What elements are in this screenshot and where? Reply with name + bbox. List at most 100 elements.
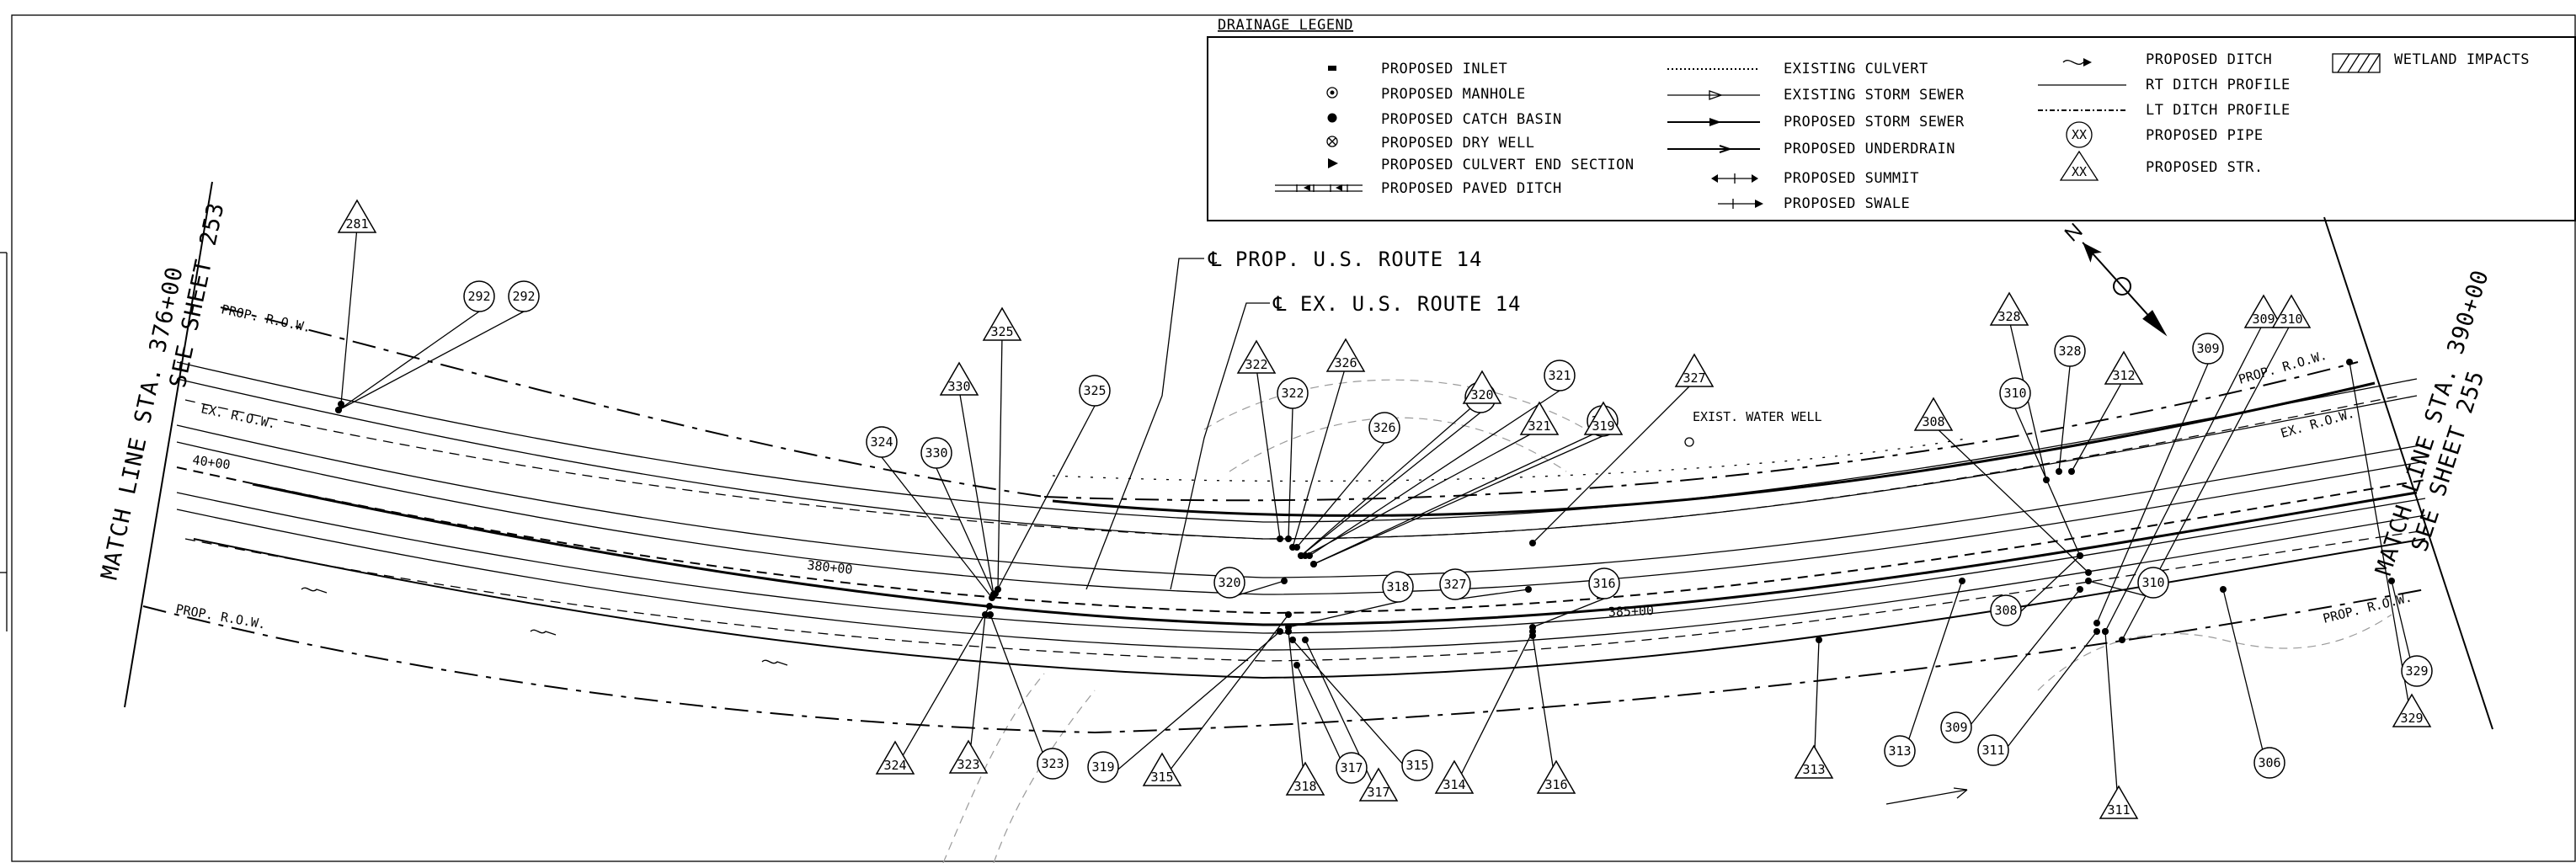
callout-leader xyxy=(340,226,358,405)
structure-node xyxy=(1302,552,1309,559)
callout-leader xyxy=(1453,631,1533,789)
callout-leader xyxy=(1955,589,2081,743)
pipe-callout-label: 324 xyxy=(870,434,893,450)
structure-callout-label: 312 xyxy=(2112,368,2135,383)
pipe-callout-circle xyxy=(1990,594,2022,626)
structure-node xyxy=(2077,552,2083,559)
pipe-callout-circle xyxy=(508,280,540,312)
dry-well-symbol xyxy=(1326,136,1338,147)
pipe-callout-circle xyxy=(920,437,952,469)
pipe-callout: 327 xyxy=(1439,568,1471,600)
prop-row-south xyxy=(142,589,2426,734)
pipe-callout: 315 xyxy=(1401,749,1433,781)
structure-node xyxy=(2093,628,2100,635)
structure-callout: 324 xyxy=(875,740,915,775)
structure-callout-label: 327 xyxy=(1683,370,1705,386)
structure-callout-triangle xyxy=(982,306,1022,341)
existing-drive xyxy=(1203,379,1601,439)
proposed-str-symbol: XX xyxy=(2059,150,2099,181)
existing-edge xyxy=(942,673,1045,863)
legend-col3-item: RT DITCH PROFILE xyxy=(2146,77,2291,93)
structure-node xyxy=(1525,586,1532,593)
pipe-callout: 310 xyxy=(2137,567,2169,599)
structure-node xyxy=(1310,561,1317,567)
callout-leader xyxy=(2071,378,2125,472)
callout-leader xyxy=(968,614,986,769)
structure-node xyxy=(1529,540,1536,546)
pipe-callout: 317 xyxy=(1336,752,1368,784)
pipe-callout-label: 321 xyxy=(1548,368,1571,383)
callout-leader xyxy=(1454,589,1529,600)
structure-callout-label: 328 xyxy=(1997,309,2020,324)
callout-leader xyxy=(995,405,1096,594)
structure-callout: 323 xyxy=(948,739,989,774)
legend-col2-item: EXISTING CULVERT xyxy=(1784,61,1928,77)
structure-callout-label: 309 xyxy=(2252,312,2275,327)
structure-callout-label: 318 xyxy=(1293,779,1316,794)
pipe-callout-label: 327 xyxy=(1443,577,1466,592)
callout-leader xyxy=(1256,367,1281,540)
road-edge xyxy=(176,441,2426,595)
pipe-callout-label: 292 xyxy=(467,289,490,304)
pipe-callout-circle xyxy=(1382,571,1414,603)
structure-callout-label: 326 xyxy=(1334,355,1357,370)
callout-leader xyxy=(1309,390,1560,557)
prop-row-north xyxy=(220,306,1045,498)
legend-col3-item: PROPOSED PIPE xyxy=(2146,127,2264,144)
structure-callout-label: 313 xyxy=(1802,762,1825,777)
structure-callout: 325 xyxy=(982,306,1022,341)
callout-leader xyxy=(2104,322,2264,632)
structure-node xyxy=(1289,637,1296,643)
pipe-callout: 313 xyxy=(1884,735,1916,767)
row-label: EX. R.O.W. xyxy=(200,401,277,431)
structure-callout-label: 317 xyxy=(1367,785,1389,800)
structure-node xyxy=(335,407,342,413)
structure-callout-label: 316 xyxy=(1544,777,1567,792)
structure-callout-triangle xyxy=(1325,338,1366,372)
proposed-ditch-symbol xyxy=(2062,58,2092,67)
pipe-callout-label: 328 xyxy=(2058,344,2081,359)
structure-callout: 312 xyxy=(2104,350,2144,385)
pipe-callout-circle xyxy=(1884,735,1916,767)
callout-leader xyxy=(1300,397,1483,557)
callout-leader xyxy=(1300,412,1481,557)
callout-leader xyxy=(958,389,995,595)
underdrain-line xyxy=(193,538,2426,679)
structure-node xyxy=(2068,468,2075,475)
structure-callout: 320 xyxy=(1462,370,1502,404)
structure-callout-label: 321 xyxy=(1528,418,1550,434)
structure-callout-label: 319 xyxy=(1592,418,1614,434)
callout-leader xyxy=(1532,635,1557,789)
pipe-callout: 326 xyxy=(1368,412,1400,444)
structure-callout-triangle xyxy=(875,740,915,775)
station-label: 40+00 xyxy=(191,452,231,472)
plan-view: ℄ PROP. U.S. ROUTE 14 ℄ EX. U.S. ROUTE 1… xyxy=(97,181,2494,863)
structure-callout-label: 320 xyxy=(1470,387,1493,402)
pipe-callout-label: 310 xyxy=(2003,386,2026,401)
pipe-callout: 321 xyxy=(1544,360,1576,392)
structure-callout-label: 308 xyxy=(1922,414,1944,429)
pipe-callout: 325 xyxy=(1079,375,1111,407)
pipe-callout-label: 326 xyxy=(1373,420,1395,435)
structure-callout: 313 xyxy=(1794,744,1834,779)
row-label: EX. R.O.W. xyxy=(2279,406,2356,441)
pipe-callout-circle xyxy=(1079,375,1111,407)
pipe-callout-label: 313 xyxy=(1888,743,1911,759)
structure-callout: 281 xyxy=(337,199,377,233)
pipe-callout: 292 xyxy=(463,280,495,312)
structure-node xyxy=(2119,637,2125,643)
pipe-callout-circle xyxy=(1940,711,1972,743)
callout-leader xyxy=(1288,601,1399,628)
pipe-callout-label: 318 xyxy=(1386,579,1409,594)
callout-leader xyxy=(881,456,993,599)
callout-leader xyxy=(2349,361,2413,722)
structure-node xyxy=(2220,586,2227,593)
match-line-right xyxy=(2323,216,2493,730)
pipe-callout-circle xyxy=(1087,751,1119,783)
catch-basin-symbol xyxy=(1327,113,1337,123)
structure-node xyxy=(990,591,997,598)
structure-node xyxy=(338,401,344,408)
structure-callout: 327 xyxy=(1674,353,1715,387)
legend-col1-item: PROPOSED CATCH BASIN xyxy=(1381,111,1562,128)
